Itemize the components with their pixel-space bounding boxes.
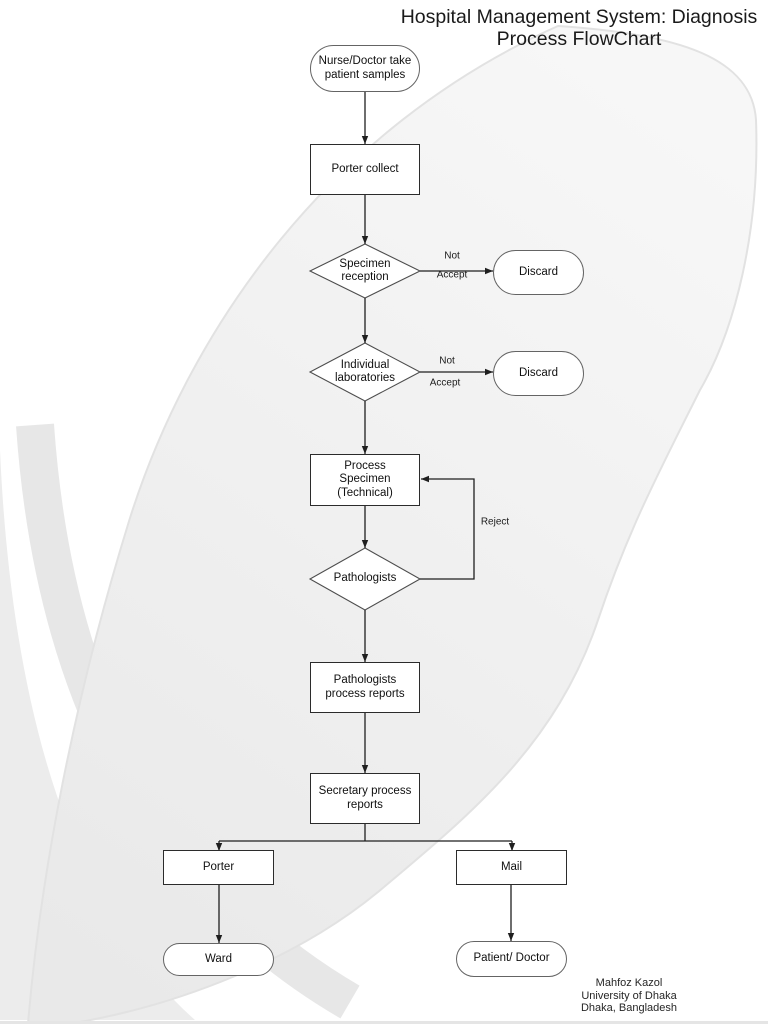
- flow-node-label: Patient/ Doctor: [473, 952, 550, 965]
- flow-arrowhead: [485, 368, 493, 376]
- page-bottom-edge: [0, 1021, 768, 1024]
- flow-node-specimen-reception: Specimen reception: [310, 244, 420, 298]
- flow-node-porter-collect: Porter collect: [310, 144, 420, 195]
- page-title: Hospital Management System: Diagnosis Pr…: [400, 6, 758, 50]
- flow-node-discard-specimen: Discard: [493, 250, 584, 295]
- flow-node-pathologists-reports: Pathologists process reports: [310, 662, 420, 713]
- flow-node-start: Nurse/Doctor take patient samples: [310, 45, 420, 92]
- edge-label-not: Not: [444, 250, 460, 262]
- flow-arrowhead: [215, 843, 223, 851]
- flow-arrowhead: [421, 475, 429, 483]
- flow-node-label: Discard: [519, 265, 558, 278]
- flow-node-label: Ward: [204, 952, 233, 965]
- edge-label-accept: Accept: [436, 269, 468, 281]
- flow-node-label: Porter: [202, 860, 235, 873]
- flow-node-porter: Porter: [163, 850, 274, 885]
- flow-node-discard-laboratories: Discard: [493, 351, 584, 396]
- flow-node-label: Pathologists: [333, 572, 397, 585]
- flow-arrowhead: [361, 136, 369, 144]
- flow-arrowhead: [507, 933, 515, 941]
- flow-edge: [420, 478, 475, 580]
- flow-arrowhead: [361, 335, 369, 343]
- credit-text: Mahfoz Kazol University of Dhaka Dhaka, …: [580, 977, 677, 1014]
- flow-node-label: Mail: [500, 860, 523, 873]
- flow-arrowhead: [361, 654, 369, 662]
- edge-label-not: Not: [439, 355, 455, 367]
- flow-node-individual-laboratories: Individual laboratories: [310, 343, 420, 401]
- flow-node-pathologists: Pathologists: [310, 548, 420, 610]
- flow-node-label: Process Specimen (Technical): [337, 459, 393, 499]
- flow-node-process-specimen: Process Specimen (Technical): [310, 454, 420, 506]
- edge-label-accept: Accept: [429, 377, 461, 389]
- flow-arrowhead: [508, 843, 516, 851]
- flow-node-ward: Ward: [163, 943, 274, 976]
- edge-label-reject: Reject: [480, 516, 510, 528]
- flow-node-mail: Mail: [456, 850, 567, 885]
- flow-arrowhead: [361, 765, 369, 773]
- flow-node-label: Pathologists process reports: [325, 674, 405, 700]
- flow-arrowhead: [361, 540, 369, 548]
- flow-node-label: Specimen reception: [339, 257, 391, 284]
- flow-node-label: Secretary process reports: [318, 785, 412, 811]
- flow-node-label: Porter collect: [331, 162, 399, 175]
- flow-node-label: Nurse/Doctor take patient samples: [318, 55, 412, 81]
- flow-node-secretary-reports: Secretary process reports: [310, 773, 420, 824]
- flow-node-label: Individual laboratories: [334, 358, 396, 385]
- flow-arrowhead: [361, 446, 369, 454]
- flow-arrowhead: [485, 267, 493, 275]
- flow-arrowhead: [215, 935, 223, 943]
- flow-node-label: Discard: [519, 366, 558, 379]
- flow-arrowhead: [361, 236, 369, 244]
- flow-node-patient-doctor: Patient/ Doctor: [456, 941, 567, 977]
